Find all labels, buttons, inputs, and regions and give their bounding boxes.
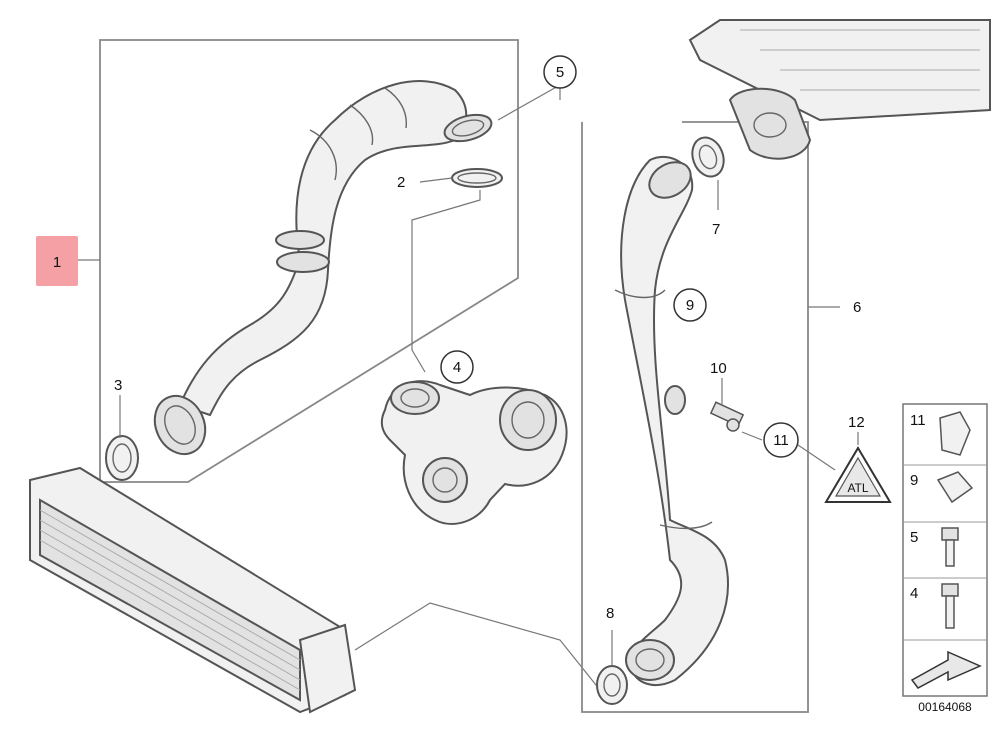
- callout-5-label: 5: [556, 64, 564, 81]
- nut-clip-icon: [936, 471, 974, 504]
- callout-10-label: 10: [710, 360, 727, 377]
- callout-11[interactable]: 11: [763, 422, 799, 458]
- legend-item-label: 11: [910, 412, 926, 429]
- callout-3-label: 3: [114, 377, 122, 394]
- legend-item-label: 4: [910, 585, 918, 602]
- callout-4-label: 4: [453, 359, 461, 376]
- diagram-code: 00164068: [918, 700, 972, 714]
- callout-1-label: 1: [53, 254, 61, 271]
- callout-7-label: 7: [712, 221, 720, 238]
- bolt-icon: [941, 527, 959, 567]
- intake-hose-upper[interactable]: [178, 80, 468, 417]
- hose-lower-clamp[interactable]: [146, 388, 215, 463]
- engine-intake-manifold[interactable]: [688, 19, 991, 160]
- hardware-legend: 11 9 5 4: [902, 403, 988, 697]
- callout-12-label: 12: [848, 414, 865, 431]
- legend-item-label: 9: [910, 472, 918, 489]
- arrow-icon: [910, 650, 982, 689]
- charge-pipe-9[interactable]: [614, 155, 729, 686]
- seal-7[interactable]: [687, 133, 729, 181]
- callout-4[interactable]: 4: [440, 350, 474, 384]
- seal-ring-3[interactable]: [105, 435, 139, 481]
- callout-9[interactable]: 9: [673, 288, 707, 322]
- warning-label-12[interactable]: ATL: [824, 446, 892, 503]
- callout-1-highlighted[interactable]: 1: [36, 236, 78, 286]
- callout-2-label: 2: [397, 174, 405, 191]
- legend-item-label: 5: [910, 529, 918, 546]
- warning-symbol-text: ATL: [847, 481, 868, 495]
- o-ring-2[interactable]: [451, 168, 503, 188]
- seal-8[interactable]: [596, 665, 628, 705]
- intercooler[interactable]: [29, 466, 357, 714]
- callout-6-label: 6: [853, 299, 861, 316]
- clip-icon: [939, 411, 971, 456]
- hose-outlet-clamp[interactable]: [442, 110, 495, 146]
- sensor-10[interactable]: [709, 401, 745, 432]
- callout-11-label: 11: [773, 432, 789, 449]
- screw-icon: [941, 583, 959, 629]
- callout-9-label: 9: [686, 297, 694, 314]
- turbocharger-4[interactable]: [380, 380, 568, 525]
- callout-8-label: 8: [606, 605, 614, 622]
- callout-5[interactable]: 5: [543, 55, 577, 89]
